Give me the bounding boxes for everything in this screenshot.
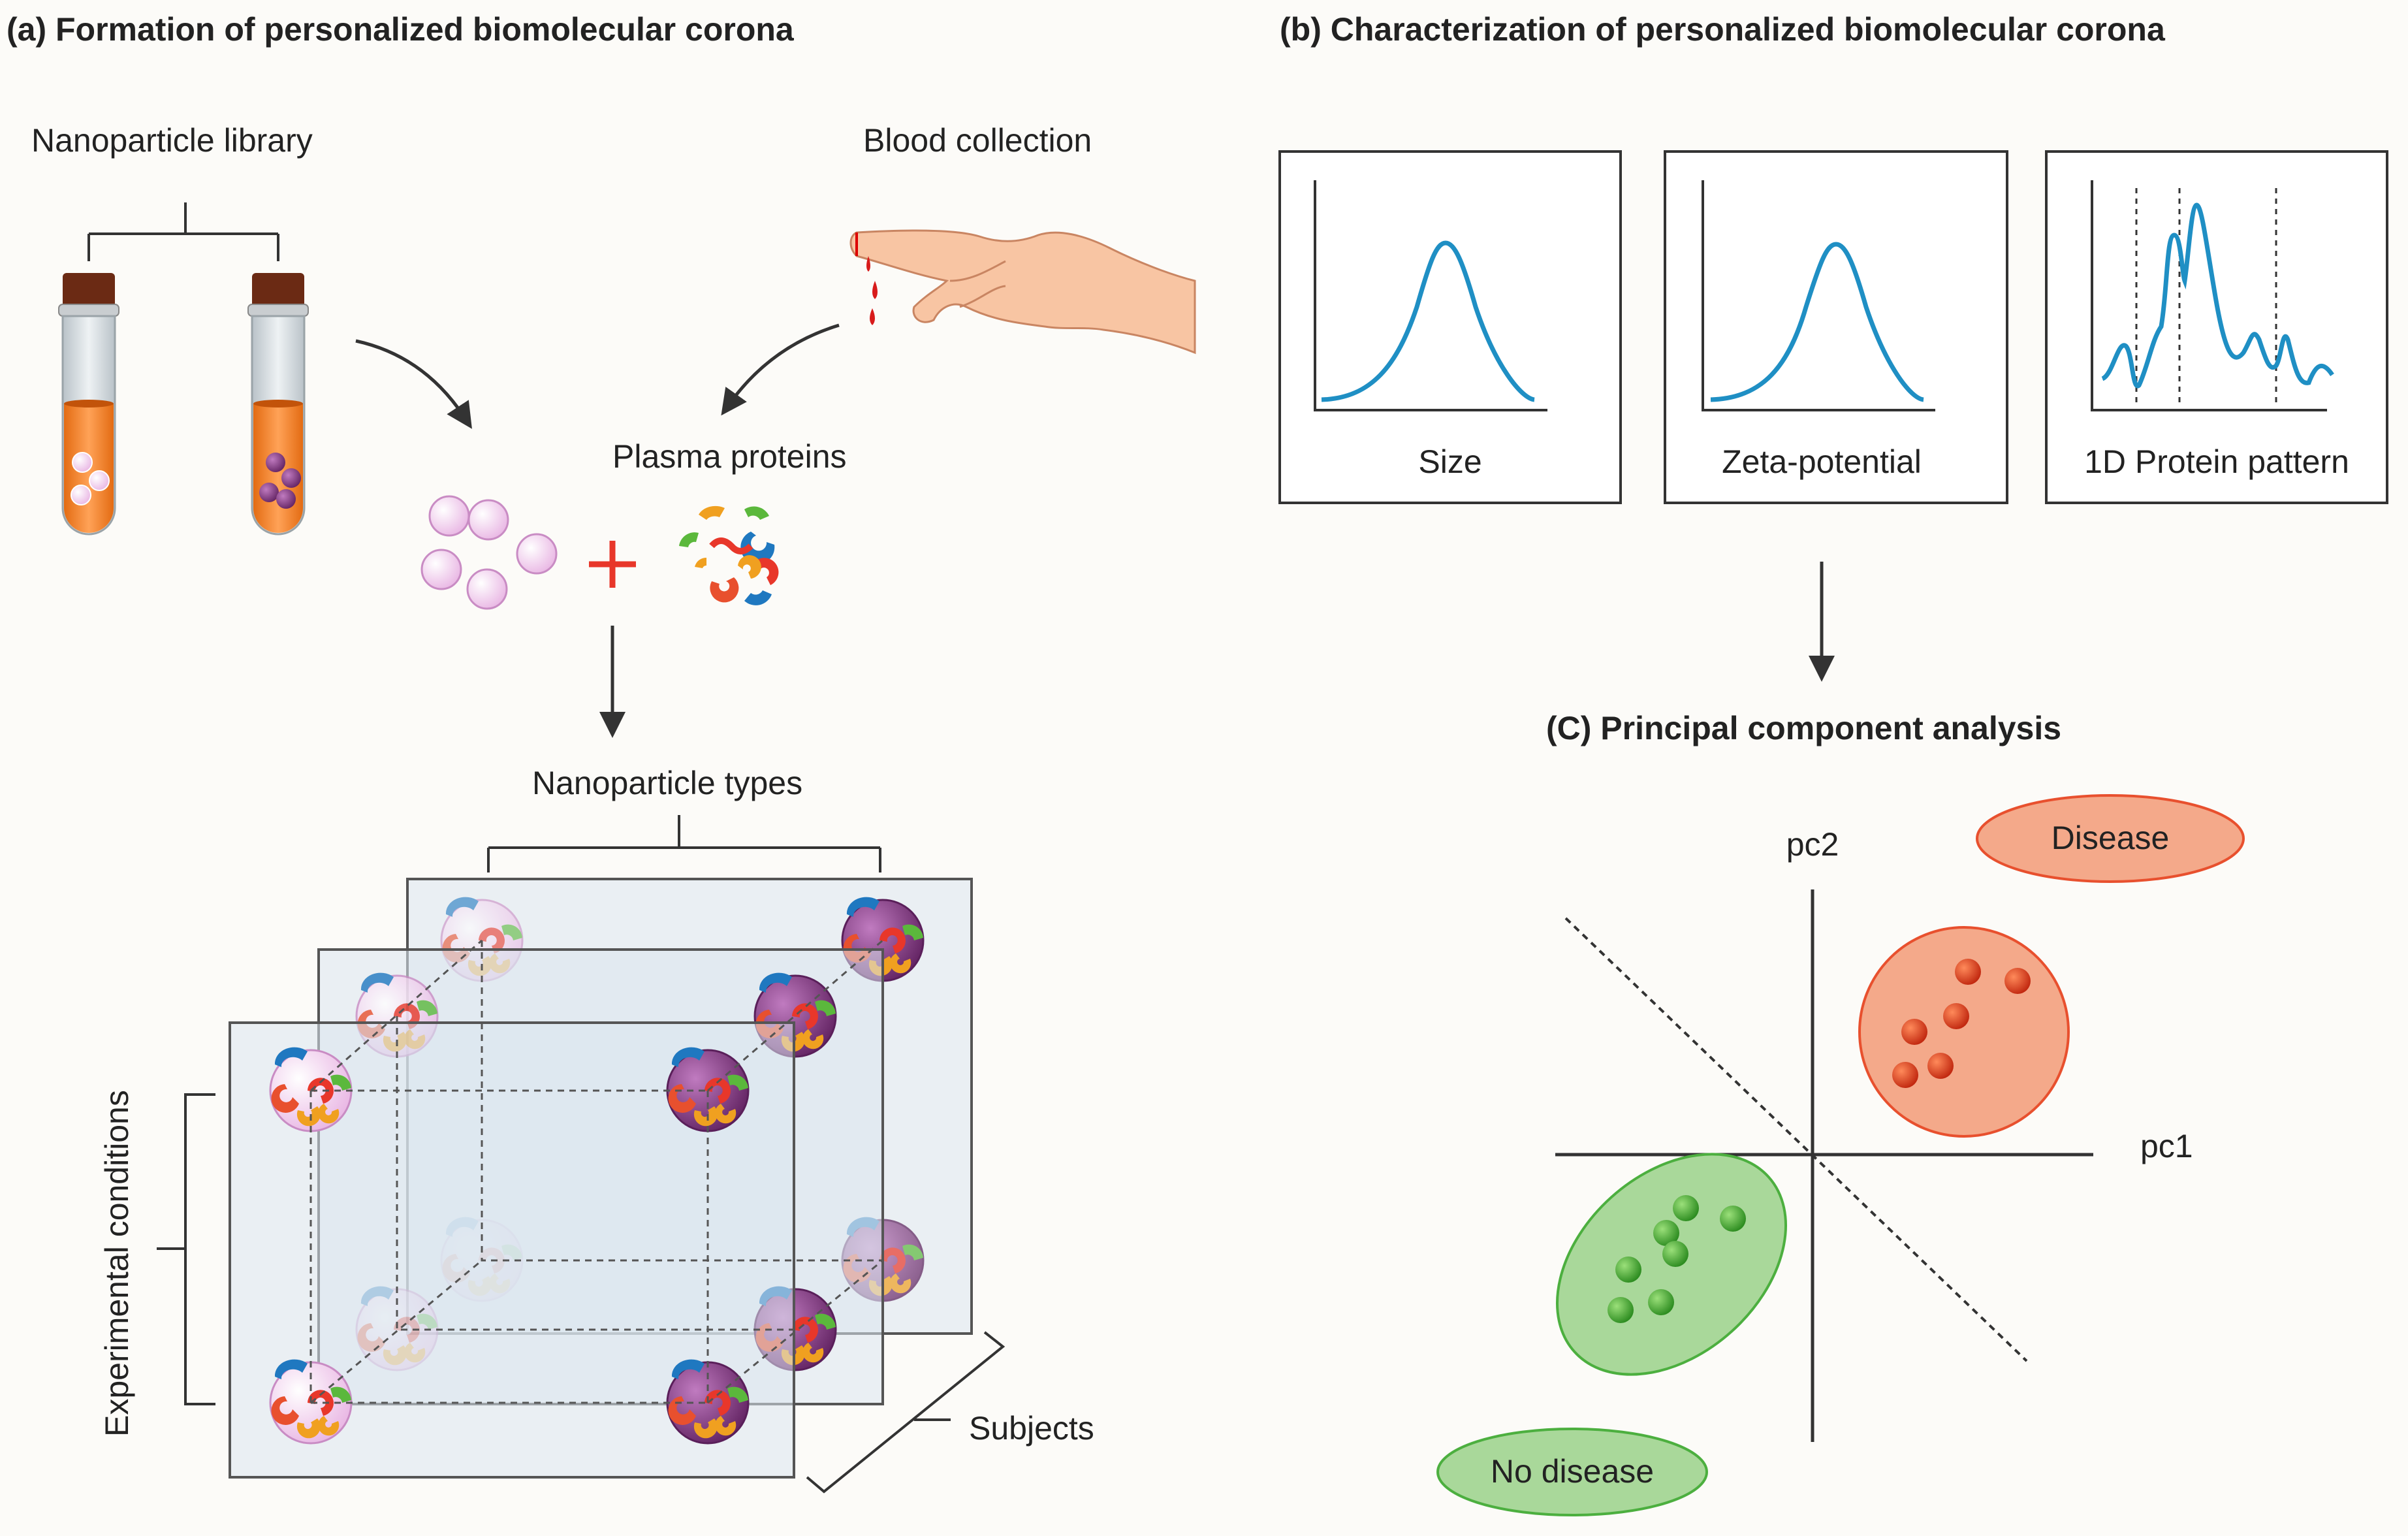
disease-label: Disease (2052, 820, 2170, 856)
test-tube-light-particles (57, 272, 120, 536)
subjects-plane-front (229, 1021, 795, 1479)
panel-a-title: (a) Formation of personalized biomolecul… (7, 11, 795, 48)
nanoparticle-types-label: Nanoparticle types (532, 765, 802, 801)
zeta-distribution-curve (1710, 242, 1924, 402)
experimental-conditions-label: Experimental conditions (99, 1090, 135, 1437)
disease-legend-ellipse (1976, 794, 2245, 883)
no-disease-cluster (1556, 1153, 1787, 1376)
panel-c: (C) Principal component analysis Disease… (1436, 710, 2245, 1516)
nanoparticle-library-label: Nanoparticle library (31, 122, 313, 159)
protein-pattern-curve (2101, 202, 2334, 389)
separation-line (1564, 917, 2028, 1362)
test-tube-dark-particles (247, 272, 309, 536)
pc1-axis-label: pc1 (2140, 1128, 2193, 1164)
library-bracket (87, 202, 279, 261)
protein-pattern-chart-box: 1D Protein pattern (2045, 150, 2388, 504)
no-disease-label: No disease (1491, 1453, 1654, 1490)
plasma-proteins-icon (679, 505, 779, 605)
zeta-potential-label: Zeta-potential (1722, 443, 1922, 480)
blood-drops-icon (866, 256, 878, 325)
arrow-blood-to-plasma (721, 323, 840, 416)
panel-a: (a) Formation of personalized biomolecul… (7, 11, 1196, 1494)
cube-dashed-edges (309, 939, 883, 1404)
pc2-axis-label: pc2 (1786, 826, 1839, 863)
plasma-proteins-label: Plasma proteins (612, 438, 847, 475)
blood-collection-label: Blood collection (863, 122, 1092, 159)
zeta-chart-box: Zeta-potential (1664, 150, 2008, 504)
size-distribution-curve (1321, 240, 1535, 402)
panel-b: (b) Characterization of personalized bio… (1278, 11, 2388, 682)
conditions-bracket (157, 1093, 215, 1405)
disease-cluster (1858, 926, 2070, 1138)
protein-pattern-label: 1D Protein pattern (2084, 443, 2349, 480)
no-disease-legend-ellipse (1436, 1428, 1708, 1516)
finger-hand-icon (849, 229, 1196, 355)
free-nanoparticles (420, 495, 558, 610)
arrow-library-to-mix (355, 339, 472, 429)
pca-axes (1555, 889, 2093, 1442)
size-label: Size (1418, 443, 1481, 480)
panel-c-title: (C) Principal component analysis (1546, 710, 2061, 746)
plus-icon (589, 541, 636, 588)
subjects-bracket (806, 1331, 1006, 1494)
types-bracket (487, 815, 881, 872)
panel-b-title: (b) Characterization of personalized bio… (1280, 11, 2166, 48)
subjects-label: Subjects (969, 1410, 1094, 1447)
size-chart-box: Size (1278, 150, 1622, 504)
